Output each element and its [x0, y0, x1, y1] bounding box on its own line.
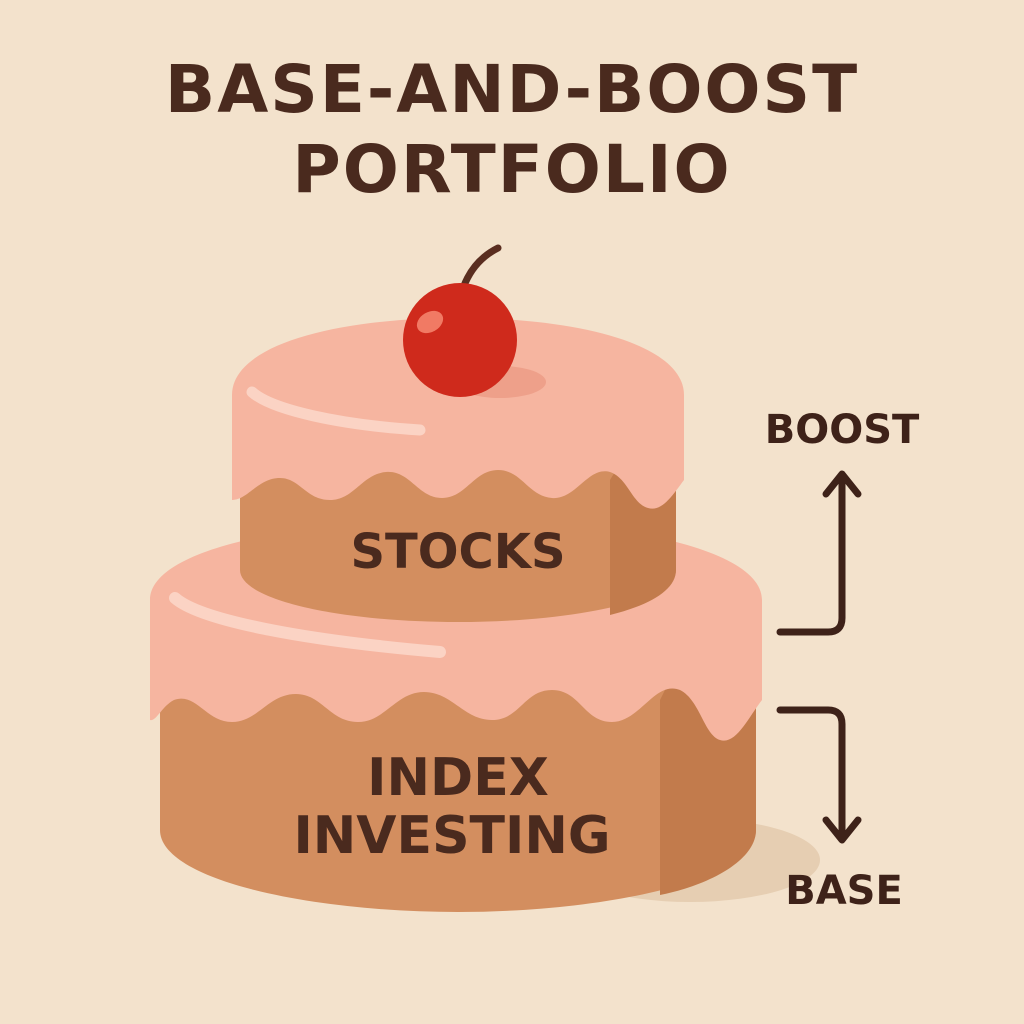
bottom-tier-label-2: INVESTING	[293, 806, 610, 866]
base-label: BASE	[785, 868, 903, 914]
top-tier-highlight	[246, 386, 426, 436]
base-arrow-icon	[776, 706, 862, 844]
page-title: BASE-AND-BOOST PORTFOLIO	[0, 50, 1024, 210]
cherry-icon	[403, 244, 546, 398]
top-tier-label: STOCKS	[350, 524, 565, 580]
title-line-1: BASE-AND-BOOST	[164, 51, 860, 128]
top-tier: STOCKS	[232, 318, 684, 622]
boost-arrow-icon	[776, 470, 862, 636]
top-tier-frosting	[232, 318, 684, 509]
bottom-tier-highlight	[169, 592, 446, 658]
title-line-2: PORTFOLIO	[292, 131, 732, 208]
boost-label: BOOST	[765, 407, 920, 453]
bottom-tier-label-1: INDEX	[367, 748, 549, 808]
